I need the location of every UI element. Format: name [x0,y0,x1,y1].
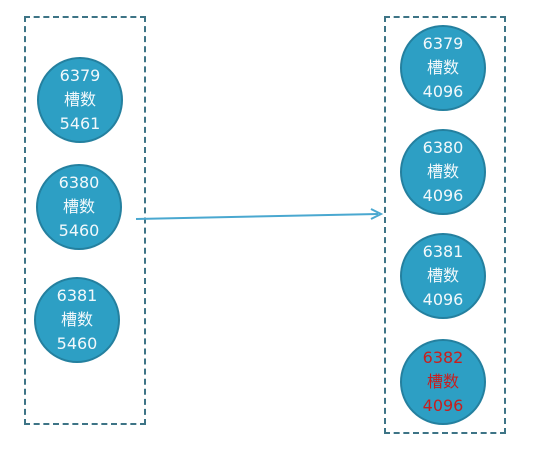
node-label: 槽数 [60,310,93,329]
node-label: 槽数 [426,266,459,285]
node-port: 6380 [422,138,464,157]
node-6380-left: 6380 槽数 5460 [36,164,122,250]
node-port: 6379 [59,66,101,85]
target-cluster-box [384,16,506,434]
node-6381-left: 6381 槽数 5460 [34,277,120,363]
node-label: 槽数 [426,58,459,77]
source-cluster-box [24,16,146,425]
node-6382-right-new: 6382 槽数 4096 [400,339,486,425]
node-port: 6382 [422,348,464,367]
node-slots: 5460 [56,334,98,353]
node-slots: 4096 [422,396,464,415]
arrow-head-icon [370,208,384,220]
node-6381-right: 6381 槽数 4096 [400,233,486,319]
node-port: 6379 [422,34,464,53]
node-slots: 4096 [422,82,464,101]
node-slots: 4096 [422,290,464,309]
node-slots: 5461 [59,114,101,133]
node-label: 槽数 [426,372,459,391]
node-6379-left: 6379 槽数 5461 [37,57,123,143]
node-port: 6381 [56,286,98,305]
node-6379-right: 6379 槽数 4096 [400,25,486,111]
node-6380-right: 6380 槽数 4096 [400,129,486,215]
node-slots: 4096 [422,186,464,205]
node-slots: 5460 [58,221,100,240]
node-label: 槽数 [426,162,459,181]
node-port: 6381 [422,242,464,261]
node-port: 6380 [58,173,100,192]
node-label: 槽数 [63,90,96,109]
node-label: 槽数 [62,197,95,216]
